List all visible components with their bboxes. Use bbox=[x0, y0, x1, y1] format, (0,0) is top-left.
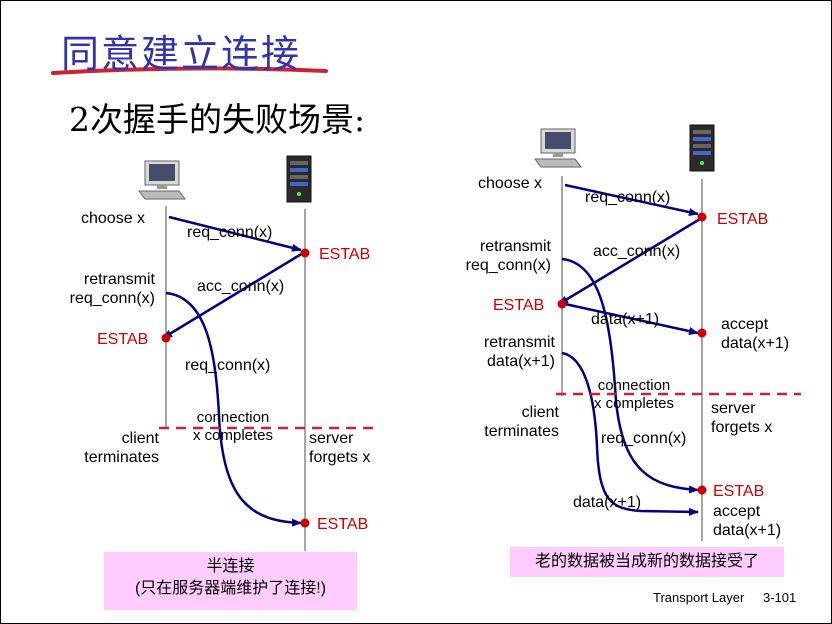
right-accept-dot1 bbox=[697, 328, 707, 338]
left-client-terminates-label: client terminates bbox=[51, 429, 159, 467]
right-client-terminates-label: client terminates bbox=[451, 403, 559, 441]
right-estab-dot-server1 bbox=[697, 212, 707, 222]
left-req1-label: req_conn(x) bbox=[187, 224, 273, 241]
left-estab-server2-label: ESTAB bbox=[317, 516, 369, 533]
left-retransmit-label: retransmit req_conn(x) bbox=[41, 270, 155, 308]
left-req2-label: req_conn(x) bbox=[185, 357, 271, 374]
right-retransmit-line1: retransmit bbox=[479, 238, 551, 255]
left-note-box: 半连接 (只在服务器端维护了连接!) bbox=[104, 552, 357, 610]
left-connection-label: connection x completes bbox=[183, 409, 283, 445]
right-accept2-line2: data(x+1) bbox=[713, 522, 782, 539]
right-client-line1: client bbox=[521, 404, 559, 421]
left-client-line1: client bbox=[121, 430, 159, 447]
right-retransmit-line2: req_conn(x) bbox=[465, 257, 551, 274]
right-req1-label: req_conn(x) bbox=[585, 189, 671, 206]
right-client-line2: terminates bbox=[484, 423, 559, 440]
right-retransmit-data-line2: data(x+1) bbox=[486, 353, 555, 370]
right-data2-label: data(x+1) bbox=[573, 494, 642, 511]
server-icon bbox=[689, 124, 715, 172]
right-arrow-req2 bbox=[561, 257, 699, 494]
computer-icon bbox=[138, 160, 186, 200]
right-estab-dot-client bbox=[557, 299, 567, 309]
left-note-line2: (只在服务器端维护了连接!) bbox=[134, 580, 327, 597]
left-arrow-req1 bbox=[168, 215, 302, 252]
left-arrow-acc bbox=[162, 251, 304, 340]
left-server-line2: forgets x bbox=[309, 449, 371, 466]
page-subtitle: 2次握手的失败场景: bbox=[69, 100, 366, 139]
right-connection-label: connection x completes bbox=[581, 377, 687, 413]
left-connection-line1: connection bbox=[196, 409, 270, 426]
left-estab-client-label: ESTAB bbox=[97, 331, 149, 348]
left-retransmit-line2: req_conn(x) bbox=[69, 290, 155, 307]
right-connection-line1: connection bbox=[597, 377, 671, 394]
right-retransmit-label: retransmit req_conn(x) bbox=[431, 237, 551, 275]
left-retransmit-line1: retransmit bbox=[83, 271, 155, 288]
right-arrow-data1 bbox=[564, 302, 699, 335]
right-acc-label: acc_conn(x) bbox=[593, 243, 681, 260]
right-server-line2: forgets x bbox=[711, 419, 773, 436]
title-underline bbox=[51, 66, 328, 75]
right-accept1-line2: data(x+1) bbox=[721, 335, 790, 352]
right-retransmit-data-line1: retransmit bbox=[483, 334, 555, 351]
right-estab-server1-label: ESTAB bbox=[717, 211, 769, 228]
computer-icon bbox=[534, 128, 582, 168]
right-server-line1: server bbox=[711, 400, 756, 417]
right-arrow-req1 bbox=[564, 183, 699, 216]
left-estab-dot-server2 bbox=[300, 518, 310, 528]
right-req2-label: req_conn(x) bbox=[601, 430, 687, 447]
right-estab-client-label: ESTAB bbox=[493, 297, 545, 314]
left-estab-dot-client bbox=[161, 333, 171, 343]
left-client-line2: terminates bbox=[84, 449, 159, 466]
left-server-forgets-label: server forgets x bbox=[309, 429, 370, 467]
right-estab-dot-server2 bbox=[697, 485, 707, 495]
right-accept1-label: accept data(x+1) bbox=[721, 315, 789, 353]
right-estab-server2-label: ESTAB bbox=[713, 483, 765, 500]
right-retransmit-data-label: retransmit data(x+1) bbox=[441, 333, 555, 371]
left-connection-line2: x completes bbox=[192, 427, 274, 444]
left-estab-dot-server1 bbox=[300, 248, 310, 258]
left-estab-server1-label: ESTAB bbox=[319, 246, 371, 263]
right-note-box: 老的数据被当成新的数据接受了 bbox=[510, 547, 784, 577]
right-accept1-line1: accept bbox=[721, 316, 769, 333]
right-data1-label: data(x+1) bbox=[591, 311, 660, 328]
left-note-line1: 半连接 bbox=[206, 558, 255, 575]
footer-label: Transport Layer bbox=[653, 590, 745, 605]
footer-page-number: 3-101 bbox=[763, 590, 797, 605]
right-accept2-label: accept data(x+1) bbox=[713, 502, 781, 540]
left-acc-label: acc_conn(x) bbox=[197, 278, 285, 295]
left-choose-label: choose x bbox=[81, 210, 146, 227]
right-server-forgets-label: server forgets x bbox=[711, 399, 772, 437]
server-icon bbox=[286, 155, 312, 203]
right-arrow-acc bbox=[558, 217, 701, 306]
page-title: 同意建立连接 bbox=[61, 32, 302, 76]
right-arrow-data2 bbox=[561, 351, 699, 516]
right-connection-line2: x completes bbox=[593, 395, 675, 412]
left-arrow-req2 bbox=[165, 291, 302, 527]
left-server-line1: server bbox=[309, 430, 354, 447]
right-choose-label: choose x bbox=[478, 175, 543, 192]
right-accept2-line1: accept bbox=[713, 503, 761, 520]
